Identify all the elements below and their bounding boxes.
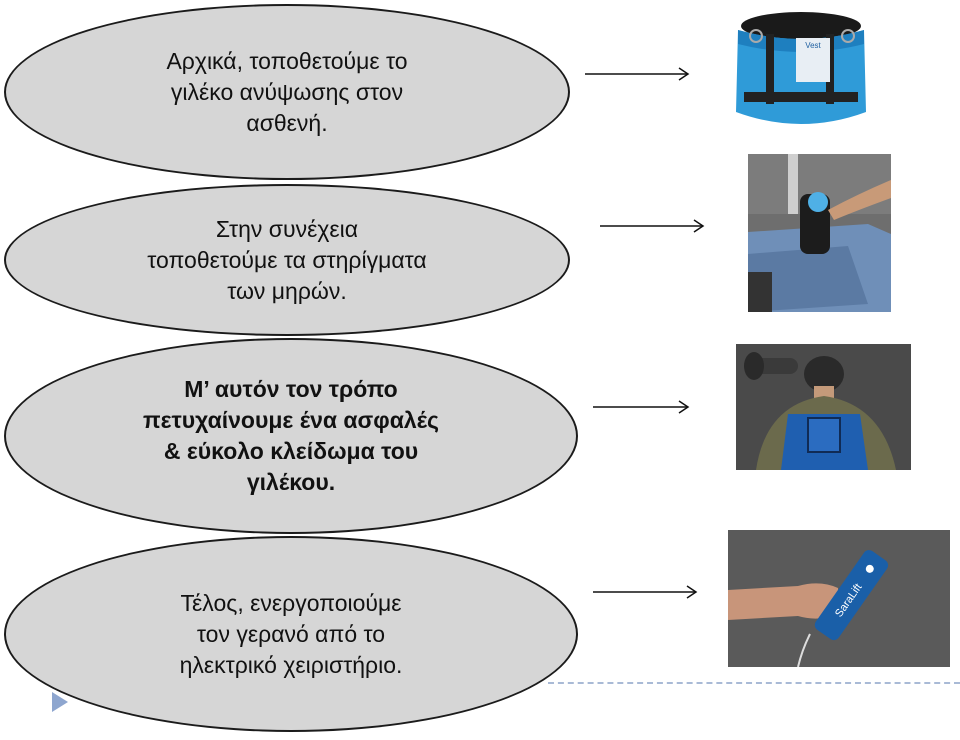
arrow-right-icon <box>600 218 706 234</box>
step-3-line-1: Μ’ αυτόν τον τρόπο <box>184 376 397 402</box>
step-4-line-1: Τέλος, ενεργοποιούμε <box>181 590 402 616</box>
remote-control-photo: SaraLift <box>728 530 950 667</box>
vest-label-text: Vest <box>805 41 821 50</box>
vest-locking-photo <box>736 344 911 470</box>
lift-vest-photo: Vest <box>726 4 876 138</box>
step-4-ellipse: Τέλος, ενεργοποιούμε τον γερανό από το η… <box>4 536 578 732</box>
step-4-text: Τέλος, ενεργοποιούμε τον γερανό από το η… <box>180 588 403 681</box>
step-2-line-3: των μηρών. <box>227 278 347 304</box>
step-3-line-4: γιλέκου. <box>247 469 335 495</box>
step-3-line-3: & εύκολο κλείδωμα του <box>164 438 418 464</box>
step-1-line-1: Αρχικά, τοποθετούμε το <box>166 48 407 74</box>
step-2-text: Στην συνέχεια τοποθετούμε τα στηρίγματα … <box>147 214 426 307</box>
step-2-line-1: Στην συνέχεια <box>216 216 358 242</box>
triangle-bullet-icon <box>52 692 68 712</box>
thigh-supports-photo <box>748 154 891 312</box>
step-3-ellipse: Μ’ αυτόν τον τρόπο πετυχαίνουμε ένα ασφα… <box>4 338 578 534</box>
step-4-line-2: τον γερανό από το <box>197 621 385 647</box>
step-2-line-2: τοποθετούμε τα στηρίγματα <box>147 247 426 273</box>
step-4-line-3: ηλεκτρικό χειριστήριο. <box>180 652 403 678</box>
arrow-right-icon <box>593 399 691 415</box>
step-3-line-2: πετυχαίνουμε ένα ασφαλές <box>143 407 439 433</box>
step-1-ellipse: Αρχικά, τοποθετούμε το γιλέκο ανύψωσης σ… <box>4 4 570 180</box>
step-3-text: Μ’ αυτόν τον τρόπο πετυχαίνουμε ένα ασφα… <box>143 374 439 498</box>
divider-line <box>548 682 960 684</box>
step-1-line-3: ασθενή. <box>246 110 327 136</box>
step-1-line-2: γιλέκο ανύψωσης στον <box>171 79 403 105</box>
step-2-ellipse: Στην συνέχεια τοποθετούμε τα στηρίγματα … <box>4 184 570 336</box>
arrow-right-icon <box>593 584 699 600</box>
arrow-right-icon <box>585 66 691 82</box>
step-1-text: Αρχικά, τοποθετούμε το γιλέκο ανύψωσης σ… <box>166 46 407 139</box>
